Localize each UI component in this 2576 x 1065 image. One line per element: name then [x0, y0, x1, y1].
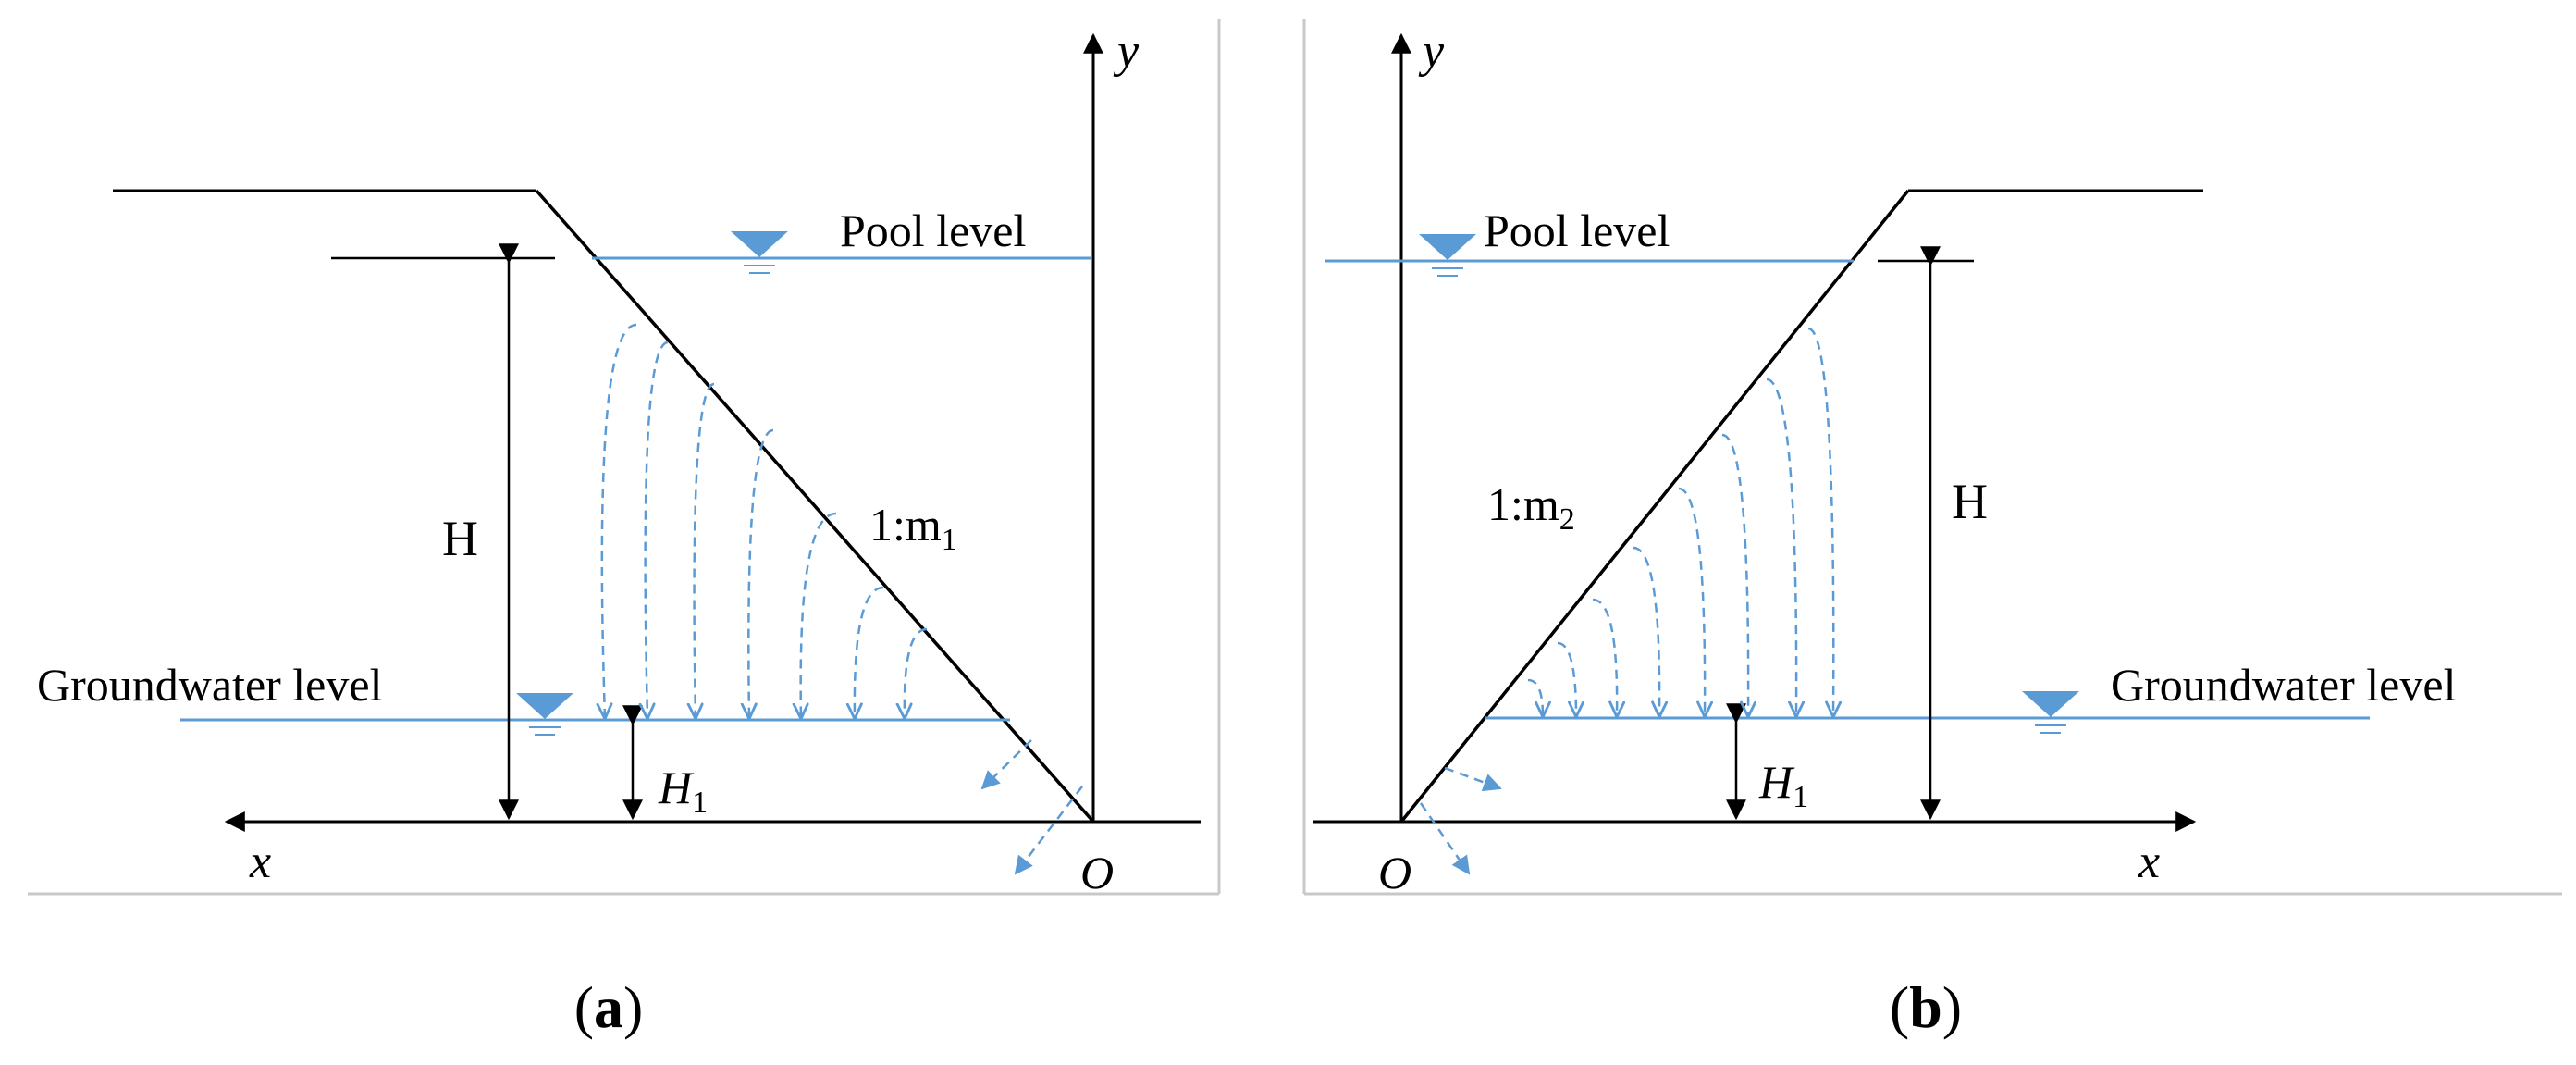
- panel-b-caption: (b): [1890, 974, 1962, 1040]
- seepage-line: [1678, 487, 1705, 716]
- panel-b-x-axis-label: x: [2138, 836, 2160, 888]
- panel-b-groundwater-level-label: Groundwater level: [2111, 659, 2456, 711]
- panel-b-h1-sub: 1: [1793, 780, 1808, 814]
- panel-a-caption-letter: a: [594, 974, 623, 1040]
- panel-b-origin-label: O: [1378, 847, 1411, 898]
- seepage-line: [1014, 786, 1083, 875]
- panel-a-seepage-lines: [602, 323, 1083, 875]
- panel-b-seepage-lines: [1419, 327, 1833, 875]
- panel-a-groundwater-level-label: Groundwater level: [37, 659, 382, 711]
- seepage-line: [602, 323, 637, 718]
- panel-a-height-label: H: [442, 511, 478, 566]
- seepage-line: [695, 382, 715, 718]
- water-level-triangle-icon: [731, 231, 788, 274]
- seepage-line: [1721, 433, 1748, 716]
- seepage-line: [1633, 546, 1659, 716]
- panel-b-slope-label: 1:m2: [1487, 478, 1575, 537]
- panel-a-y-axis-label: y: [1113, 25, 1140, 78]
- seepage-line: [1419, 802, 1471, 875]
- panel-a: Pool level Groundwater level H H1 1:m1 x…: [28, 19, 1221, 1040]
- seepage-line: [1807, 327, 1833, 716]
- panel-a-slope: [535, 189, 1095, 824]
- panel-a-slope-main: 1:m: [869, 499, 942, 551]
- panel-a-x-axis-label: x: [249, 836, 271, 888]
- panel-b-h1-label: H1: [1758, 756, 1808, 814]
- water-level-triangle-icon: [516, 693, 573, 736]
- panel-a-slope-sub: 1: [942, 523, 957, 557]
- panel-b-slope: [1399, 189, 1910, 824]
- panel-a-origin-label: O: [1080, 847, 1114, 898]
- panel-a-h1-sub: 1: [692, 786, 708, 820]
- water-level-triangle-icon: [1419, 234, 1476, 277]
- seepage-line: [801, 512, 837, 718]
- seepage-line: [1444, 766, 1502, 792]
- panel-b-h1-main: H: [1758, 756, 1795, 808]
- panel-b-height-label: H: [1952, 474, 1988, 529]
- seepage-line: [646, 341, 669, 718]
- seepage-line: [1766, 378, 1796, 716]
- seepage-line: [980, 739, 1032, 790]
- panel-b-pool-level-label: Pool level: [1484, 204, 1670, 256]
- panel-a-caption: (a): [574, 974, 644, 1040]
- panel-b-y-axis-label: y: [1418, 25, 1445, 78]
- panel-b-slope-main: 1:m: [1487, 478, 1559, 530]
- seepage-line: [1592, 598, 1617, 716]
- seepage-line: [855, 586, 884, 718]
- panel-a-pool-level-label: Pool level: [840, 204, 1026, 256]
- panel-b: Pool level Groundwater level H H1 1:m2 x…: [1302, 19, 2562, 1040]
- panel-b-caption-letter: b: [1909, 974, 1942, 1040]
- panel-b-slope-sub: 2: [1559, 502, 1575, 537]
- panel-a-slope-label: 1:m1: [869, 499, 957, 557]
- seepage-line: [905, 627, 928, 718]
- panel-a-h1-label: H1: [658, 762, 708, 820]
- seepage-line: [1527, 678, 1543, 716]
- seepage-line: [748, 428, 774, 718]
- water-level-triangle-icon: [2022, 691, 2079, 734]
- panel-a-h1-main: H: [658, 762, 695, 813]
- seepage-line: [1557, 641, 1576, 716]
